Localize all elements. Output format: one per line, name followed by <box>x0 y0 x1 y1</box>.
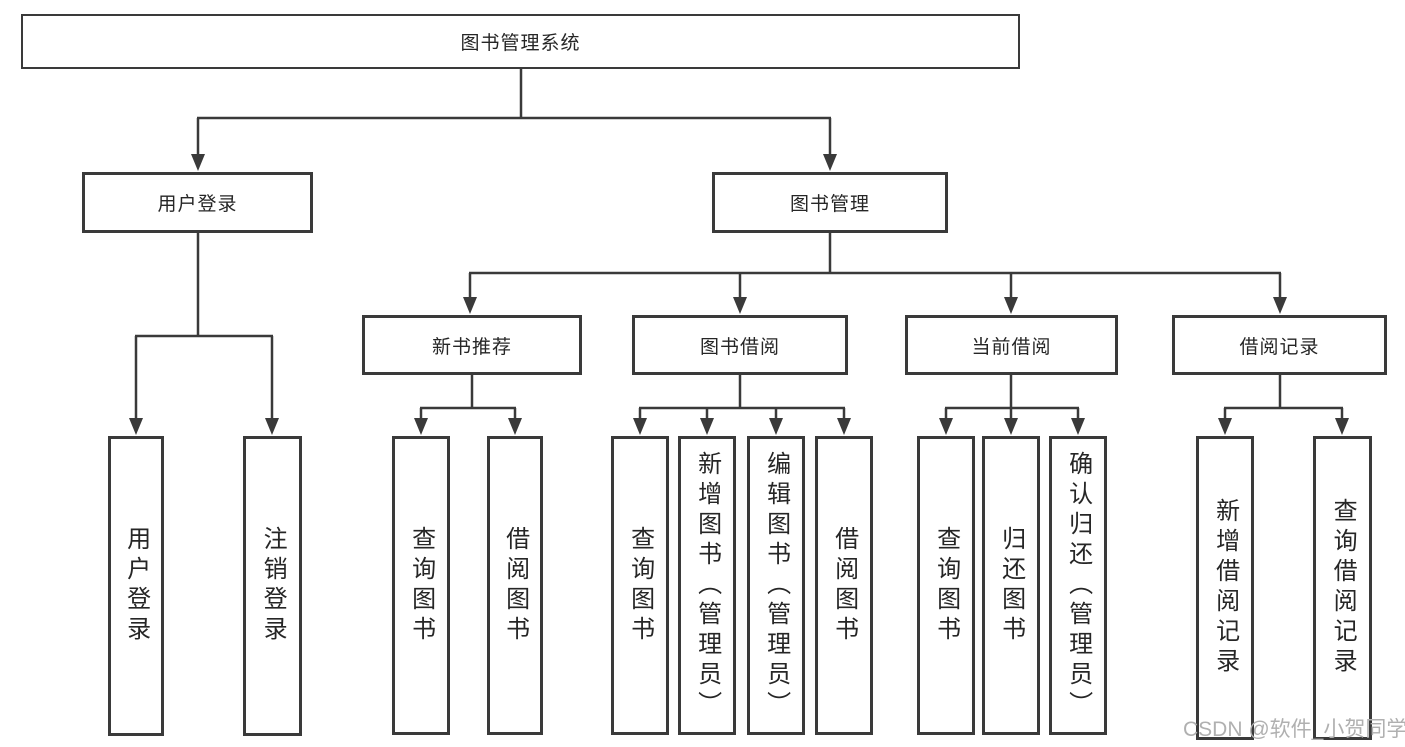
arrowheads-borrow-records <box>1218 418 1349 435</box>
node-label: 归还图书 <box>997 525 1025 646</box>
node-label: 查询借阅记录 <box>1329 498 1357 678</box>
leaf-borrow-books: 借阅图书 <box>815 436 873 735</box>
node-label: 新增图书（管理员） <box>693 450 721 721</box>
node-new-book-recommend: 新书推荐 <box>362 315 582 375</box>
arrowheads-root <box>191 154 837 171</box>
leaf-logout: 注销登录 <box>243 436 302 736</box>
node-label: 新增借阅记录 <box>1211 498 1239 678</box>
node-label: 图书管理系统 <box>460 33 581 54</box>
leaf-borrow-books-recommend: 借阅图书 <box>487 436 543 735</box>
leaf-user-login: 用户登录 <box>108 436 164 736</box>
edges-current-borrow <box>944 375 1080 422</box>
leaf-add-book-admin: 新增图书（管理员） <box>678 436 736 735</box>
leaf-edit-book-admin: 编辑图书（管理员） <box>747 436 805 735</box>
node-label: 借阅记录 <box>1239 336 1320 358</box>
node-label: 用户登录 <box>122 526 150 646</box>
node-label: 查询图书 <box>626 525 654 646</box>
node-label: 编辑图书（管理员） <box>762 450 790 721</box>
node-book-borrow: 图书借阅 <box>632 315 848 375</box>
edges-book-management <box>468 233 1282 301</box>
leaf-return-book: 归还图书 <box>982 436 1040 735</box>
node-book-management: 图书管理 <box>712 172 948 233</box>
arrowheads-current-borrow <box>939 418 1085 435</box>
node-label: 新书推荐 <box>431 336 512 358</box>
node-borrow-records: 借阅记录 <box>1172 315 1387 375</box>
edges-book-borrow <box>638 375 846 422</box>
arrowheads-book-borrow <box>633 418 851 435</box>
node-label: 查询图书 <box>407 525 435 646</box>
node-label: 图书借阅 <box>699 336 780 358</box>
csdn-watermark: CSDN @软件_小贺同学 <box>1183 718 1405 741</box>
node-label: 图书管理 <box>789 194 870 215</box>
node-label: 注销登录 <box>259 526 287 646</box>
node-label: 借阅图书 <box>501 525 529 646</box>
node-current-borrow: 当前借阅 <box>905 315 1118 375</box>
arrowheads-user-login <box>129 418 279 435</box>
edges-borrow-records <box>1223 375 1344 422</box>
edges-new-book-recommend <box>419 375 517 422</box>
node-user-login: 用户登录 <box>82 172 313 233</box>
node-book-management-system: 图书管理系统 <box>21 14 1020 69</box>
leaf-query-borrow-record: 查询借阅记录 <box>1313 436 1372 740</box>
arrowheads-new-book-recommend <box>414 418 522 435</box>
edges-user-login <box>134 233 274 422</box>
node-label: 查询图书 <box>932 525 960 646</box>
node-label: 用户登录 <box>157 194 238 215</box>
leaf-query-books-current: 查询图书 <box>917 436 975 735</box>
node-label: 当前借阅 <box>971 336 1052 358</box>
node-label: 借阅图书 <box>830 525 858 646</box>
edges-root <box>196 68 832 158</box>
node-label: 确认归还（管理员） <box>1064 450 1092 721</box>
leaf-query-books-borrow: 查询图书 <box>611 436 669 735</box>
leaf-query-books-recommend: 查询图书 <box>392 436 450 735</box>
leaf-add-borrow-record: 新增借阅记录 <box>1196 436 1254 740</box>
arrowheads-book-management <box>463 297 1287 314</box>
leaf-confirm-return-admin: 确认归还（管理员） <box>1049 436 1107 735</box>
